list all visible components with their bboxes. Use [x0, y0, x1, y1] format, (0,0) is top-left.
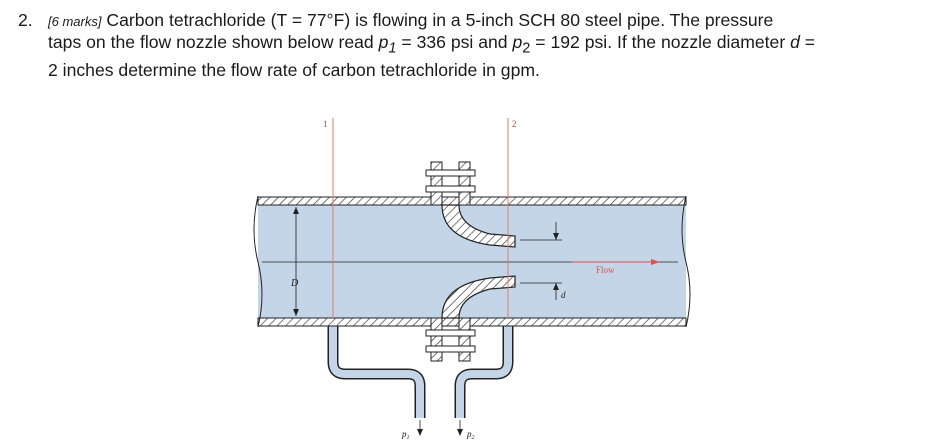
flow-label: Flow — [596, 265, 615, 275]
p2-label: p2 — [466, 429, 475, 441]
p1-label-var: p — [401, 429, 407, 439]
pipe-diameter-dimension — [293, 207, 299, 316]
flange-top — [425, 161, 476, 206]
flow-arrowhead — [651, 259, 660, 265]
p1-label: p1 — [401, 429, 410, 441]
pressure-tap-1-tube — [327, 318, 426, 418]
p2-arrowhead — [457, 429, 463, 436]
p1-variable: p — [378, 32, 389, 52]
nozzle-diameter-label: d — [561, 290, 566, 300]
question-number: 2. — [18, 10, 33, 30]
question-line-2: taps on the flow nozzle shown below read… — [18, 32, 923, 60]
pipe-diameter-label: D — [290, 278, 299, 289]
p2-label-sub: 2 — [472, 435, 475, 441]
question-line-3: 2 inches determine the flow rate of carb… — [18, 60, 923, 81]
flange-bottom — [425, 317, 476, 362]
tap-1-label: 1 — [323, 119, 328, 129]
question-text-line-2b: = 336 psi and — [396, 32, 513, 52]
nozzle-diameter-dimension — [520, 222, 562, 300]
tap-2-label: 2 — [512, 119, 517, 129]
p1-label-sub: 1 — [407, 435, 410, 441]
question-line-1: 2. [6 marks] Carbon tetrachloride (T = 77… — [18, 10, 923, 32]
nozzle-lower — [441, 275, 516, 319]
p2-label-var: p — [466, 429, 472, 439]
marks-label: [6 marks] — [48, 14, 102, 29]
pipe-break-right — [681, 195, 691, 328]
question-text-line-2c: = 192 psi. If the nozzle diameter — [530, 32, 791, 52]
p1-arrowhead — [417, 429, 423, 436]
question-text-line-3: 2 inches determine the flow rate of carb… — [48, 59, 540, 80]
pipe-break-left — [253, 195, 263, 328]
question-text-line-2d: = — [799, 32, 816, 52]
p2-variable: p — [512, 32, 523, 52]
question-text-line-2a: taps on the flow nozzle shown below read — [48, 32, 379, 52]
p1-subscript: 1 — [388, 40, 397, 57]
pressure-tap-2-tube — [454, 318, 514, 418]
question-text: 2. [6 marks] Carbon tetrachloride (T = 77… — [18, 10, 923, 81]
p2-subscript: 2 — [522, 40, 531, 57]
pipe-wall-bottom — [257, 317, 687, 327]
d-variable: d — [790, 32, 800, 52]
question-text-line-1: Carbon tetrachloride (T = 77°F) is flowi… — [101, 10, 774, 30]
pipe-wall-top — [257, 196, 687, 206]
nozzle-upper — [441, 204, 516, 248]
